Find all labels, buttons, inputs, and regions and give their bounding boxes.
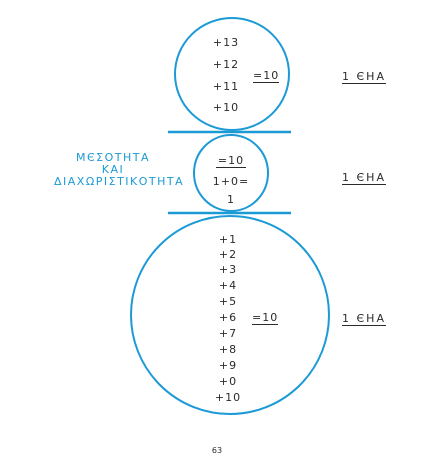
- bottom-item: +7: [218, 327, 238, 340]
- bottom-item: +2: [218, 248, 238, 261]
- middle-line-result: =10: [216, 154, 246, 168]
- top-circle: [174, 17, 290, 131]
- middle-line: 1: [227, 193, 235, 206]
- top-label: 1 ЄΗΑ: [342, 70, 386, 84]
- bottom-item: +6: [218, 311, 238, 324]
- bottom-item: +10: [214, 391, 242, 404]
- bottom-item: +0: [218, 375, 238, 388]
- bottom-item: +4: [218, 279, 238, 292]
- bottom-result: =10: [252, 311, 279, 325]
- top-item: +11: [212, 80, 240, 93]
- bottom-label: 1 ЄΗΑ: [342, 312, 386, 326]
- side-title-line: ΔΙΑΧΩΡΙΣΤΙΚΟΤΗΤΑ: [54, 175, 185, 188]
- side-title-line: ΜЄΣΟΤΗΤΑ: [75, 151, 150, 164]
- top-item: +13: [212, 36, 240, 49]
- middle-label: 1 ЄΗΑ: [342, 171, 386, 185]
- bottom-item: +3: [218, 263, 238, 276]
- side-title-line: ΚΑΙ: [101, 163, 125, 176]
- bottom-item: +5: [218, 295, 238, 308]
- top-item: +10: [212, 101, 240, 114]
- top-item: +12: [212, 58, 240, 71]
- top-result: =10: [253, 69, 280, 83]
- page-number: 63: [211, 446, 223, 455]
- bottom-item: +8: [218, 343, 238, 356]
- bottom-item: +9: [218, 359, 238, 372]
- side-title: ΜЄΣΟΤΗΤΑ ΚΑΙ ΔΙΑΧΩΡΙΣΤΙΚΟΤΗΤΑ: [54, 151, 185, 188]
- middle-line: 1+0=: [212, 175, 250, 188]
- bottom-circle: [130, 215, 330, 415]
- bottom-item: +1: [218, 233, 238, 246]
- middle-circle: [193, 134, 269, 212]
